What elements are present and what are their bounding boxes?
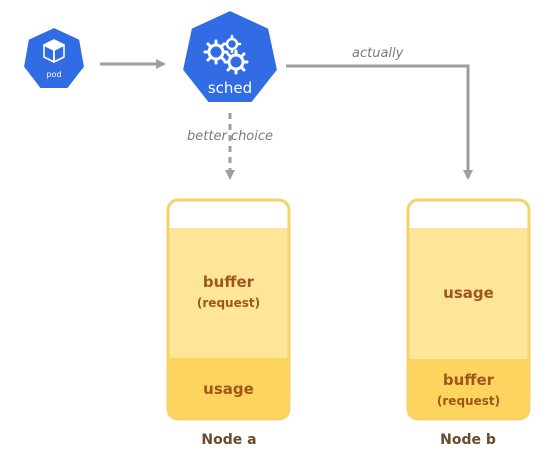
scheduler-icon: sched [180, 8, 280, 104]
gears-icon [203, 34, 249, 75]
pod-cube-icon [43, 39, 65, 63]
node-a-buffer-segment [168, 228, 289, 358]
node-a-lower-label: usage [203, 380, 254, 398]
node-b-lower-label: buffer [443, 371, 495, 389]
node-a-upper-label: buffer [203, 273, 255, 291]
actually-label: actually [352, 46, 404, 61]
node-b-buffer-segment [408, 359, 529, 419]
pod-label: pod [46, 70, 61, 79]
arrow-actually [286, 64, 473, 180]
node-b-lower-sublabel: (request) [437, 394, 500, 408]
scheduler-label: sched [208, 79, 252, 97]
node-a-name: Node a [201, 432, 256, 448]
node-a-free-segment [168, 200, 289, 228]
node-a-box: buffer (request) usage [166, 198, 291, 421]
node-b-free-segment [408, 200, 529, 228]
better-choice-label: better choice [187, 129, 273, 144]
pod-icon: pod [21, 25, 87, 90]
node-b-name: Node b [440, 432, 496, 448]
node-a-upper-sublabel: (request) [197, 296, 260, 310]
node-b-box: usage buffer (request) [406, 198, 531, 421]
node-a-usage-segment [168, 358, 289, 419]
node-b-usage-segment [408, 228, 529, 359]
node-b-upper-label: usage [443, 284, 494, 302]
